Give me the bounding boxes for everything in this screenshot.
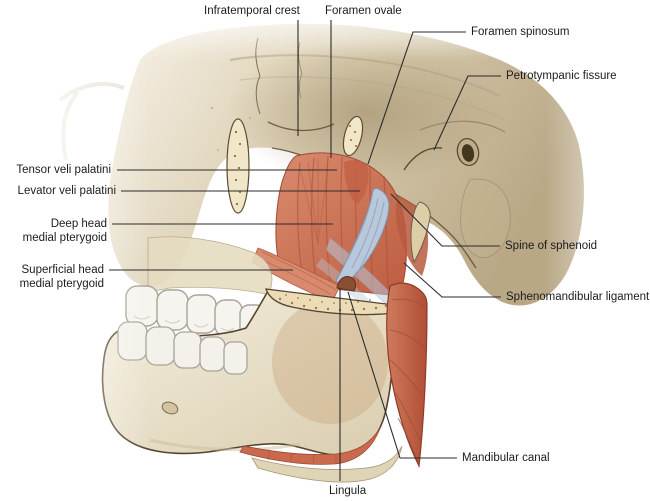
label-mandibular-canal: Mandibular canal	[462, 452, 550, 464]
label-petrotympanic-fissure: Petrotympanic fissure	[506, 70, 617, 82]
maxilla	[147, 236, 273, 296]
label-spine-of-sphenoid: Spine of sphenoid	[505, 240, 598, 252]
leader-mandibular-canal	[347, 291, 457, 459]
label-infratemporal-crest: Infratemporal crest	[204, 5, 300, 17]
label-sphenomandibular-ligament: Sphenomandibular ligament	[506, 291, 650, 303]
leader-sphenomandibular-ligament	[403, 262, 501, 298]
mastoid-process	[460, 178, 511, 258]
levator-veli-palatini-muscle	[344, 160, 369, 204]
zygomatic-arch-cut	[226, 115, 364, 214]
mandibular-fossa-arc	[403, 147, 443, 171]
tensor-fan-fibers	[299, 160, 329, 245]
leader-foramen-spinosum	[367, 31, 466, 165]
infratemporal-crest-ridge	[267, 121, 335, 132]
mental-foramen	[161, 401, 179, 415]
inferior-muscle-edge	[239, 427, 403, 483]
ear-structures	[403, 137, 511, 258]
left-fade	[0, 0, 150, 501]
leader-petrotympanic-fissure	[433, 75, 501, 151]
label-deep-head-line1: Deep head	[50, 218, 107, 230]
label-foramen-ovale: Foramen ovale	[325, 5, 402, 17]
label-foramen-spinosum: Foramen spinosum	[471, 26, 570, 38]
lingula-projection	[336, 276, 357, 292]
right-fade	[545, 50, 650, 340]
label-superficial-head-line2: medial pterygoid	[19, 278, 104, 290]
mandible	[101, 290, 395, 456]
posterior-muscle-flap	[386, 282, 428, 469]
label-superficial-head-medial-pterygoid: Superficial head medial pterygoid	[20, 263, 104, 291]
cut-bone-strip	[251, 445, 403, 483]
ramus-medial-surface-patch	[272, 300, 388, 424]
leader-lines	[109, 20, 501, 481]
leader-spine-of-sphenoid	[390, 193, 500, 247]
label-deep-head-medial-pterygoid: Deep head medial pterygoid	[23, 217, 107, 245]
styloid-process	[410, 201, 431, 264]
external-acoustic-meatus	[461, 144, 475, 162]
label-lingula: Lingula	[329, 485, 367, 497]
label-tensor-veli-palatini: Tensor veli palatini	[16, 164, 111, 176]
top-fade	[60, 14, 620, 60]
label-deep-head-line2: medial pterygoid	[22, 232, 107, 244]
label-superficial-head-line1: Superficial head	[21, 264, 104, 276]
label-levator-veli-palatini: Levator veli palatini	[17, 185, 116, 197]
ramus-cut-surface	[265, 276, 395, 316]
